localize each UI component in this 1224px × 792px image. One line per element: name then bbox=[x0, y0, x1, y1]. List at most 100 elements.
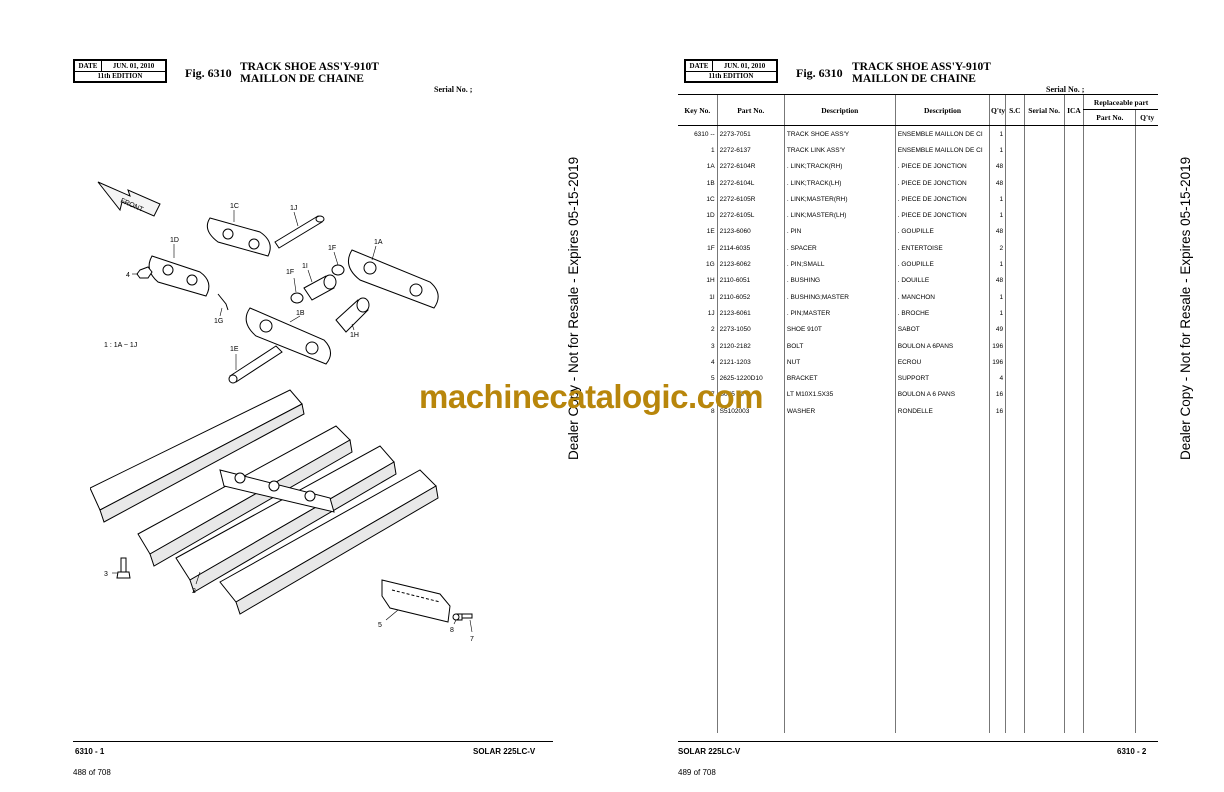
right-title-line1: TRACK SHOE ASS'Y-910T bbox=[852, 61, 991, 73]
right-date-value: JUN. 01, 2010 bbox=[712, 60, 777, 72]
left-footer-model: SOLAR 225LC-V bbox=[473, 747, 536, 756]
cell-empty bbox=[1023, 240, 1065, 257]
cell-empty bbox=[1083, 158, 1136, 175]
cell-empty bbox=[1083, 419, 1136, 734]
bracket-5 bbox=[381, 579, 451, 623]
cell-empty bbox=[1135, 337, 1158, 355]
cell-key: 1J bbox=[707, 309, 715, 317]
cell-empty bbox=[1135, 288, 1158, 306]
cell-empty bbox=[1063, 191, 1084, 208]
cell-empty bbox=[1135, 321, 1158, 338]
cell-desc: TRACK LINK ASS'Y bbox=[783, 142, 896, 159]
left-date-value: JUN. 01, 2010 bbox=[101, 60, 166, 72]
parts-table-top-rule bbox=[678, 94, 1158, 95]
front-arrow: FRONT bbox=[97, 181, 161, 217]
cell-desc: . BUSHING bbox=[783, 272, 896, 289]
cell-empty bbox=[1063, 240, 1084, 257]
cell-qty: 1 bbox=[989, 191, 1006, 208]
cell-empty bbox=[1083, 174, 1136, 192]
callout-1f-upper: 1F bbox=[328, 245, 336, 252]
cell-empty bbox=[1083, 142, 1136, 159]
cell-desc: BRACKET bbox=[783, 370, 896, 387]
watermark: machinecatalogic.com bbox=[419, 378, 763, 415]
master-pin-1j bbox=[274, 215, 325, 249]
cell-empty bbox=[1083, 321, 1136, 338]
left-footer-rule bbox=[73, 741, 553, 742]
cell-desc2: ECROU bbox=[894, 354, 990, 371]
cell-empty bbox=[1063, 207, 1084, 224]
cell-empty bbox=[1063, 305, 1084, 322]
spacer-1f-upper bbox=[331, 264, 345, 276]
callout-1g: 1G bbox=[214, 318, 223, 325]
cell-empty bbox=[1023, 158, 1065, 175]
cell-empty bbox=[1063, 272, 1084, 289]
cell-empty bbox=[1005, 272, 1025, 289]
cell-empty bbox=[1023, 370, 1065, 387]
cell-empty bbox=[1063, 125, 1084, 143]
cell-empty bbox=[1023, 337, 1065, 355]
cell-desc2: SABOT bbox=[894, 321, 990, 338]
cell-key: 4 bbox=[711, 358, 715, 366]
cell-empty bbox=[1135, 142, 1158, 159]
cell-desc: . PIN;MASTER bbox=[783, 305, 896, 322]
header-serial-no: Serial No. bbox=[1023, 95, 1065, 126]
cell-empty bbox=[1135, 386, 1158, 404]
header-description-fr: Description bbox=[894, 95, 990, 126]
cell-desc2: . ENTERTOISE bbox=[894, 240, 990, 257]
master-link-1d bbox=[148, 255, 210, 297]
cell-empty bbox=[1005, 354, 1025, 371]
cell-qty: 48 bbox=[989, 158, 1006, 175]
cell-empty bbox=[1005, 321, 1025, 338]
cell-empty bbox=[1063, 354, 1084, 371]
cell-desc2: BOULON A 6PANS bbox=[894, 337, 990, 355]
cell-desc: TRACK SHOE ASS'Y bbox=[783, 125, 896, 143]
cell-empty bbox=[783, 419, 896, 734]
cell-qty: 2 bbox=[989, 240, 1006, 257]
cell-empty bbox=[1063, 174, 1084, 192]
cell-qty: 196 bbox=[989, 337, 1006, 355]
cell-empty bbox=[1135, 256, 1158, 273]
spacer-1f-lower bbox=[290, 292, 304, 304]
cell-empty bbox=[1083, 240, 1136, 257]
header-description: Description bbox=[783, 95, 896, 126]
cell-desc: . LINK;MASTER(RH) bbox=[783, 191, 896, 208]
cell-desc: LT M10X1.5X35 bbox=[783, 386, 896, 404]
cell-qty: 49 bbox=[989, 321, 1006, 338]
callout-3: 3 bbox=[104, 571, 108, 578]
cell-empty bbox=[1063, 419, 1084, 734]
cell-empty bbox=[1023, 207, 1065, 224]
cell-part: 2273-7051 bbox=[716, 125, 785, 143]
master-link-1c bbox=[206, 217, 271, 257]
cell-part: 2123-6061 bbox=[716, 305, 785, 322]
cell-empty bbox=[989, 419, 1006, 734]
nut-4 bbox=[136, 266, 153, 279]
cell-part: 2272-6105L bbox=[716, 207, 785, 224]
cell-empty bbox=[1135, 207, 1158, 224]
cell-empty bbox=[1083, 207, 1136, 224]
cell-empty bbox=[1063, 403, 1084, 420]
cell-empty bbox=[1023, 386, 1065, 404]
cell-qty: 4 bbox=[989, 370, 1006, 387]
cell-desc2: . PIECE DE JONCTION bbox=[894, 174, 990, 192]
cell-empty bbox=[1135, 223, 1158, 241]
track-shoe-diagram: FRONT bbox=[90, 181, 474, 643]
right-date-box: DATE JUN. 01, 2010 11th EDITION bbox=[684, 59, 778, 83]
pin-1e bbox=[228, 345, 283, 384]
cell-qty: 1 bbox=[989, 125, 1006, 143]
callout-1d: 1D bbox=[170, 237, 179, 244]
callout-1i: 1I bbox=[302, 263, 308, 270]
header-rp-qty: Q'ty bbox=[1135, 109, 1158, 126]
cell-empty bbox=[1135, 125, 1158, 143]
cell-desc2: SUPPORT bbox=[894, 370, 990, 387]
cell-desc2: . GOUPILLE bbox=[894, 256, 990, 273]
cell-desc2: . GOUPILLE bbox=[894, 223, 990, 241]
callout-1c: 1C bbox=[230, 203, 239, 210]
cell-empty bbox=[1135, 158, 1158, 175]
callout-7: 7 bbox=[470, 636, 474, 643]
